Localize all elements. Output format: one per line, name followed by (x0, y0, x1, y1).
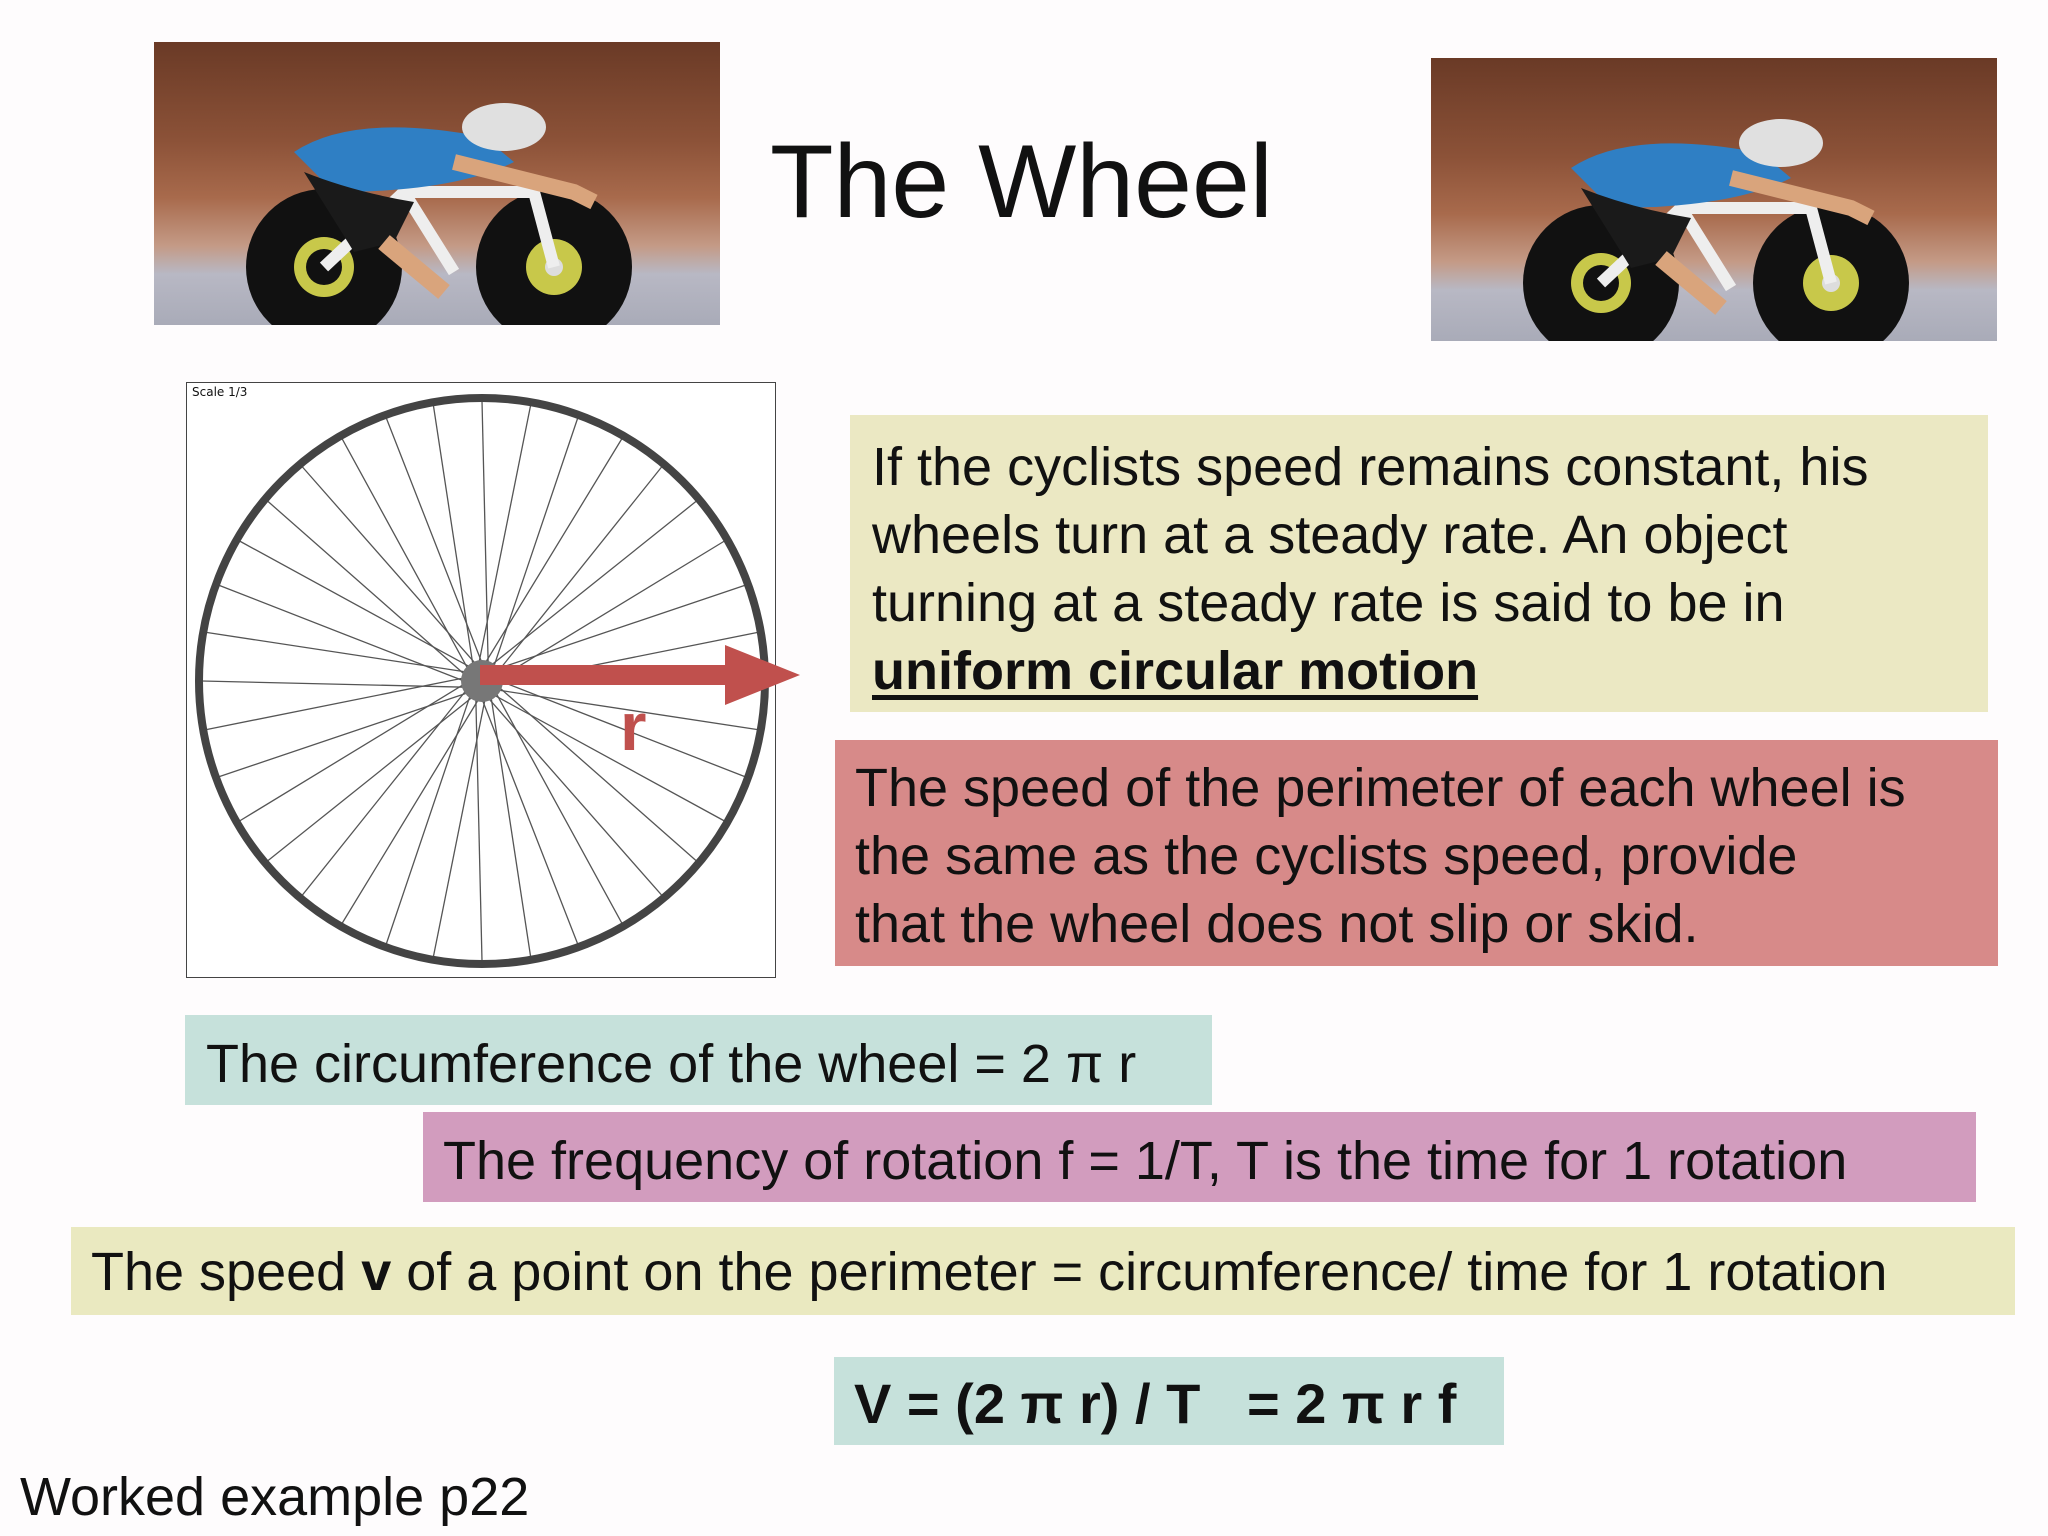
frequency-box: The frequency of rotation f = 1/T, T is … (423, 1112, 1976, 1202)
perimeter-line-1: The speed of the perimeter of each wheel… (855, 758, 1906, 818)
slide-title: The Wheel (770, 124, 1273, 240)
speed-symbol: v (361, 1242, 392, 1302)
wheel-spoke (495, 584, 746, 671)
wheel-spoke (341, 438, 469, 670)
wheel-spoke (490, 696, 532, 957)
cyclist-icon (1523, 119, 1909, 341)
wheel-spoke (495, 692, 623, 924)
perimeter-speed-box: The speed of the perimeter of each wheel… (835, 740, 1998, 966)
wheel-spoke (267, 696, 474, 862)
uniform-line-2: wheels turn at a steady rate. An object (872, 505, 1788, 565)
wheel-spoke (498, 686, 697, 862)
wheel-spoke (218, 584, 465, 682)
perimeter-line-2: the same as the cyclists speed, provide (855, 826, 1798, 886)
wheel-spoke (484, 438, 623, 664)
speed-text-pre: The speed (91, 1242, 362, 1302)
bicycle-wheel-icon (195, 394, 769, 968)
uniform-line-3: turning at a steady rate is said to be i… (872, 573, 1785, 633)
wheel-spoke (499, 680, 746, 778)
wheel-spoke (432, 698, 486, 957)
speed-text-post: of a point on the perimeter = circumfere… (391, 1242, 1888, 1302)
wheel-spoke (432, 405, 474, 666)
uniform-circular-motion-term: uniform circular motion (872, 641, 1479, 701)
uniform-motion-box: If the cyclists speed remains constant, … (850, 415, 1988, 712)
wheel-spoke (341, 698, 480, 924)
wheel-spoke (218, 691, 469, 778)
radius-label: r (620, 689, 647, 765)
wheel-spoke (478, 405, 532, 664)
wheel-spoke (201, 680, 466, 688)
cyclist-photo-left (154, 42, 720, 325)
cyclist-photo-right (1431, 58, 1997, 341)
radius-arrow-icon (480, 645, 800, 705)
speed-definition-box: The speed v of a point on the perimeter … (71, 1227, 2015, 1315)
wheel-spoke (490, 500, 697, 666)
worked-example-reference: Worked example p22 (20, 1467, 530, 1527)
speed-formula: V = (2 π r) / T = 2 π r f (834, 1357, 1504, 1445)
scale-label: Scale 1/3 (192, 385, 248, 399)
circumference-box: The circumference of the wheel = 2 π r (185, 1015, 1212, 1105)
cyclist-icon (246, 103, 632, 325)
uniform-line-1: If the cyclists speed remains constant, … (872, 437, 1869, 497)
wheel-spoke (267, 500, 466, 676)
perimeter-line-3: that the wheel does not slip or skid. (855, 894, 1699, 954)
